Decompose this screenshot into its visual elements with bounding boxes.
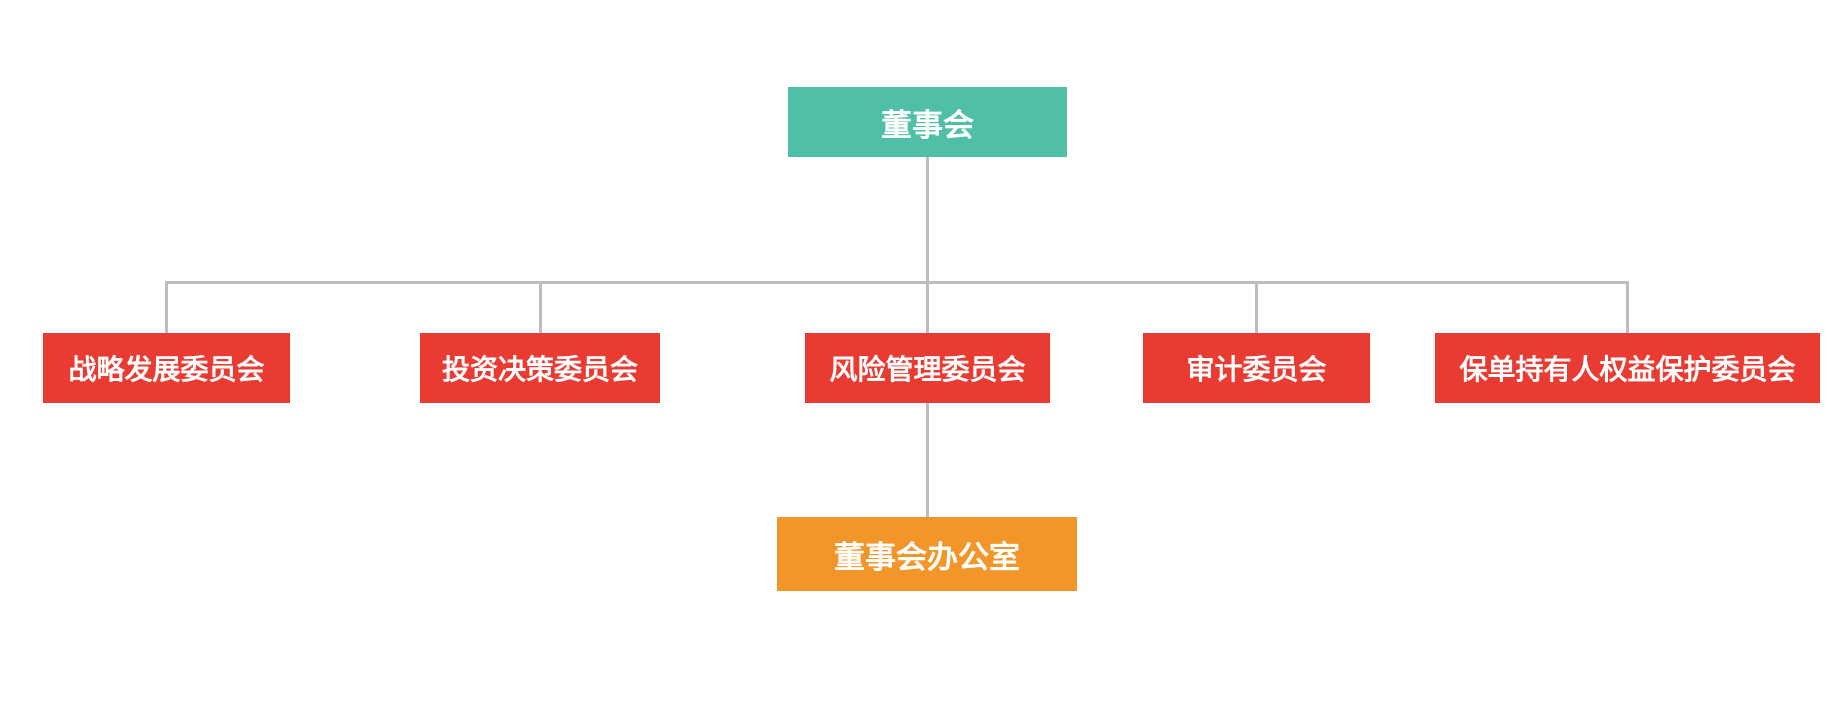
connector-drop-audit <box>1255 281 1258 333</box>
node-label: 保单持有人权益保护委员会 <box>1459 353 1796 386</box>
node-strategic-development-committee: 战略发展委员会 <box>43 333 290 403</box>
connector-drop-policyholder <box>1626 281 1629 333</box>
node-label: 投资决策委员会 <box>441 353 638 386</box>
node-board-of-directors: 董事会 <box>788 87 1067 157</box>
connector-drop-strategy <box>165 281 168 333</box>
node-label: 风险管理委员会 <box>829 353 1026 386</box>
node-board-office: 董事会办公室 <box>777 517 1077 591</box>
connector-drop-investment <box>539 281 542 333</box>
connector-root-stem <box>926 157 929 333</box>
connector-horizontal-rail <box>165 281 1628 284</box>
node-investment-decision-committee: 投资决策委员会 <box>420 333 660 403</box>
node-label: 审计委员会 <box>1186 353 1327 386</box>
node-label: 董事会办公室 <box>834 539 1020 576</box>
node-risk-management-committee: 风险管理委员会 <box>805 333 1050 403</box>
node-label: 董事会 <box>881 107 974 144</box>
node-audit-committee: 审计委员会 <box>1143 333 1370 403</box>
connector-office-stem <box>926 403 929 517</box>
node-policyholder-rights-protection-committee: 保单持有人权益保护委员会 <box>1435 333 1820 403</box>
node-label: 战略发展委员会 <box>68 353 265 386</box>
